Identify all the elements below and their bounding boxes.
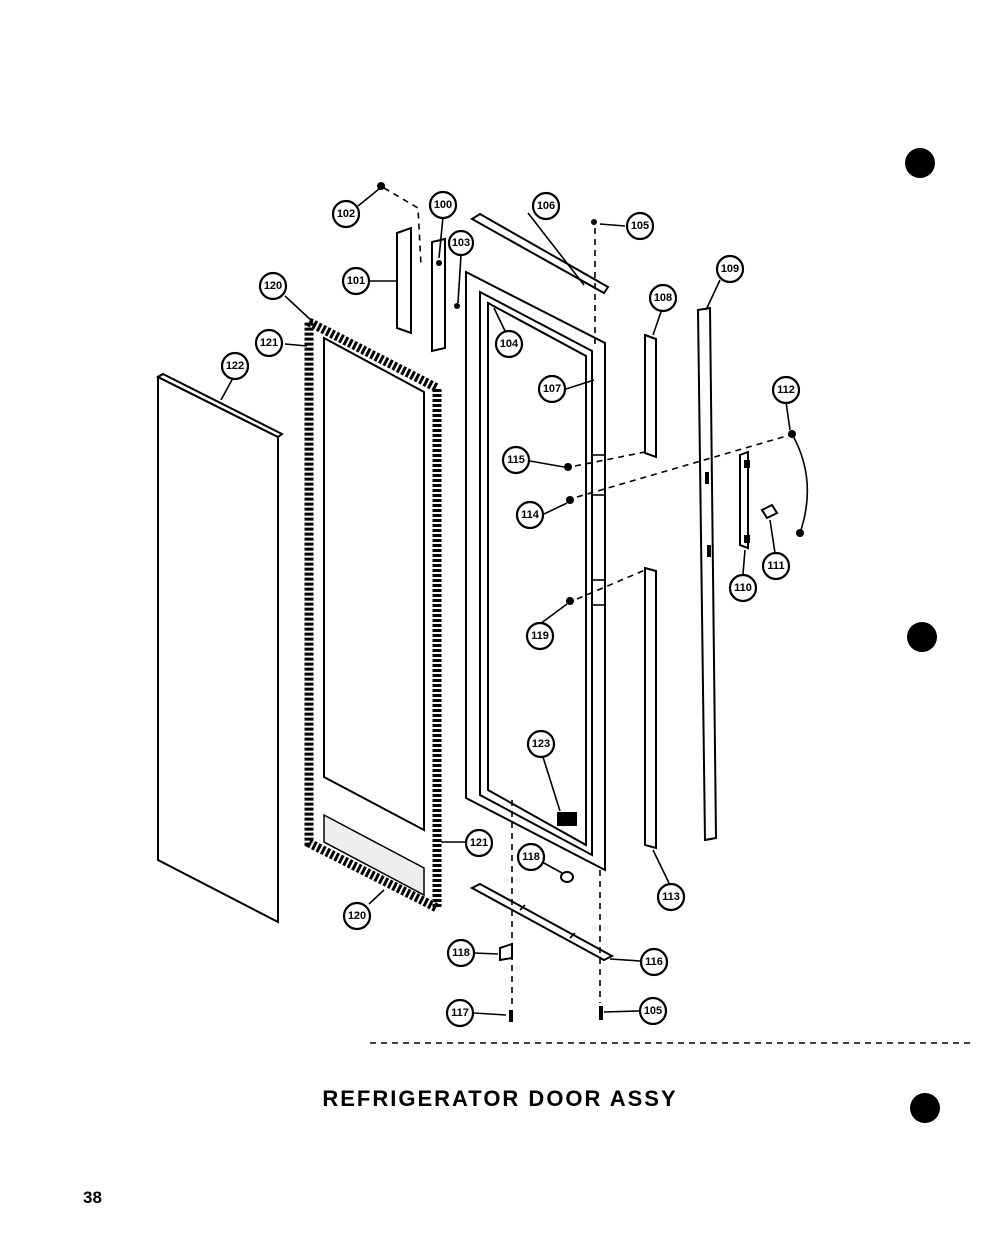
binder-hole-middle (907, 622, 937, 652)
plug-118 (560, 871, 574, 883)
callout-101: 101 (341, 266, 371, 296)
top-end-cap (470, 212, 610, 295)
callout-105-bottom: 105 (638, 996, 668, 1026)
svg-text:105: 105 (631, 220, 649, 232)
screw-105-bottom (599, 1006, 603, 1020)
screw-105-top (591, 219, 597, 225)
callout-110: 110 (728, 573, 758, 603)
callout-108: 108 (648, 283, 678, 313)
svg-text:123: 123 (532, 738, 550, 750)
svg-text:121: 121 (470, 837, 488, 849)
callout-121-top: 121 (254, 328, 284, 358)
callout-122: 122 (220, 351, 250, 381)
svg-text:117: 117 (451, 1007, 469, 1019)
outer-door-panel (155, 372, 284, 924)
callout-121-bottom: 121 (464, 828, 494, 858)
bottom-end-cap (469, 882, 615, 962)
callout-107: 107 (537, 374, 567, 404)
svg-text:109: 109 (721, 263, 739, 275)
screw-117 (509, 1010, 513, 1022)
callout-106-top: 106 (531, 191, 561, 221)
trim-strip-upper (644, 333, 657, 459)
page-number: 38 (83, 1188, 102, 1207)
binder-hole-top (905, 148, 935, 178)
svg-text:106: 106 (537, 200, 555, 212)
binder-hole-bottom (910, 1093, 940, 1123)
plug-115-upper (564, 463, 572, 471)
svg-text:112: 112 (777, 384, 795, 396)
svg-text:103: 103 (452, 237, 470, 249)
svg-text:101: 101 (347, 275, 365, 287)
svg-text:105: 105 (644, 1005, 662, 1017)
alignment-lines (370, 187, 975, 1044)
svg-text:114: 114 (521, 509, 540, 521)
inner-door-liner (465, 270, 606, 872)
plug-115-lower (566, 597, 574, 605)
callout-112: 112 (771, 375, 801, 405)
svg-text:110: 110 (734, 582, 752, 594)
trim-strip-lower (644, 566, 657, 850)
plug-114 (566, 496, 574, 504)
callout-120-top: 120 (258, 271, 288, 301)
callout-114: 114 (515, 500, 545, 530)
handle-trim-long (696, 306, 718, 842)
hinge-shim (396, 226, 412, 335)
svg-text:118: 118 (522, 851, 540, 863)
callout-118-mid: 118 (516, 842, 546, 872)
svg-text:104: 104 (500, 338, 519, 350)
leader-lines (220, 188, 791, 1016)
svg-text:100: 100 (434, 199, 452, 211)
door-handle (788, 430, 809, 537)
callout-119: 119 (525, 621, 555, 651)
callout-104: 104 (494, 329, 524, 359)
callout-102: 102 (331, 199, 361, 229)
svg-text:122: 122 (226, 360, 244, 372)
svg-text:107: 107 (543, 383, 561, 395)
callout-123: 123 (526, 729, 556, 759)
svg-text:116: 116 (645, 956, 663, 968)
screw-103 (454, 303, 460, 309)
callout-103: 103 (447, 229, 475, 257)
bottom-hinge-119 (499, 942, 513, 962)
svg-text:111: 111 (767, 560, 784, 572)
handle-clip (760, 503, 779, 520)
callout-111: 111 (761, 551, 791, 581)
door-gasket (304, 314, 442, 916)
handle-bracket (739, 450, 750, 550)
diagram-title: REFRIGERATOR DOOR ASSY (322, 1086, 678, 1111)
svg-text:120: 120 (348, 910, 366, 922)
svg-text:113: 113 (662, 891, 680, 903)
svg-text:120: 120 (264, 280, 282, 292)
svg-text:108: 108 (654, 292, 672, 304)
callout-120-bottom: 120 (342, 901, 372, 931)
callout-115-upper: 115 (501, 445, 531, 475)
callout-105-top: 105 (625, 211, 655, 241)
callout-100: 100 (428, 190, 458, 220)
callout-117: 117 (445, 998, 475, 1028)
callout-116: 116 (639, 947, 669, 977)
svg-text:121: 121 (260, 337, 278, 349)
svg-text:115: 115 (507, 454, 525, 466)
callout-118-bottom: 118 (446, 938, 476, 968)
svg-text:119: 119 (531, 630, 549, 642)
svg-text:118: 118 (452, 947, 470, 959)
callout-109: 109 (715, 254, 745, 284)
svg-text:102: 102 (337, 208, 355, 220)
screw-102 (377, 182, 385, 190)
callout-113: 113 (656, 882, 686, 912)
